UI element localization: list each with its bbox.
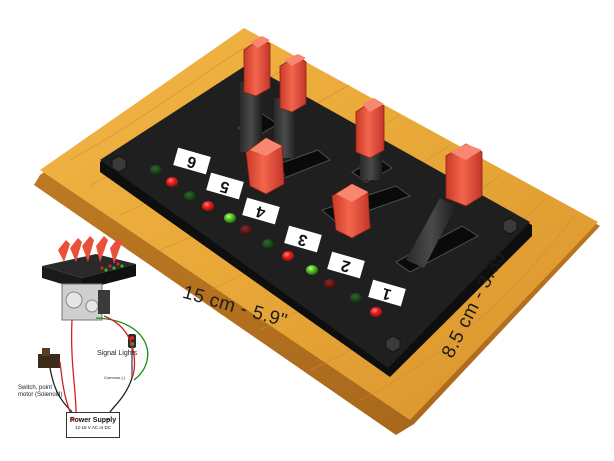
- power-supply-title: Power Supply: [69, 417, 117, 424]
- negative-terminal-label: -: [106, 414, 109, 424]
- lever-1[interactable]: [406, 143, 483, 268]
- positive-terminal-label: +: [71, 414, 77, 424]
- led-red: [202, 201, 214, 211]
- led-green: [262, 239, 274, 249]
- led-red: [324, 279, 336, 289]
- lever-4[interactable]: [245, 137, 286, 195]
- led-red: [282, 251, 294, 261]
- screw-bottom: [385, 335, 401, 353]
- lever-2[interactable]: [331, 183, 372, 239]
- led-green: [350, 293, 362, 303]
- led-green: [184, 191, 196, 201]
- switch-caption-line2: motor (Solenoid): [18, 392, 63, 398]
- signal-leds: [150, 165, 382, 317]
- led-green: [150, 165, 162, 175]
- power-supply-box: Power Supply 12-16 V AC or DC: [66, 412, 120, 438]
- common-caption: Common (-): [104, 375, 126, 380]
- lever-5[interactable]: [274, 54, 307, 158]
- wiring-diagram: [38, 236, 149, 413]
- power-supply-spec: 12-16 V AC or DC: [74, 425, 111, 430]
- led-red: [166, 177, 178, 187]
- switch-motor-caption: Switch, point motor (Solenoid): [18, 385, 62, 399]
- led-red: [240, 225, 252, 235]
- lever-3[interactable]: [355, 98, 385, 180]
- led-green: [224, 213, 236, 223]
- lever-6[interactable]: [240, 36, 271, 152]
- signal-lights-caption: Signal Lights: [97, 350, 138, 357]
- led-red: [370, 307, 382, 317]
- screw-left: [111, 155, 127, 173]
- led-green: [306, 265, 318, 275]
- switch-caption-line1: Switch, point: [18, 385, 53, 391]
- screw-right: [502, 217, 518, 235]
